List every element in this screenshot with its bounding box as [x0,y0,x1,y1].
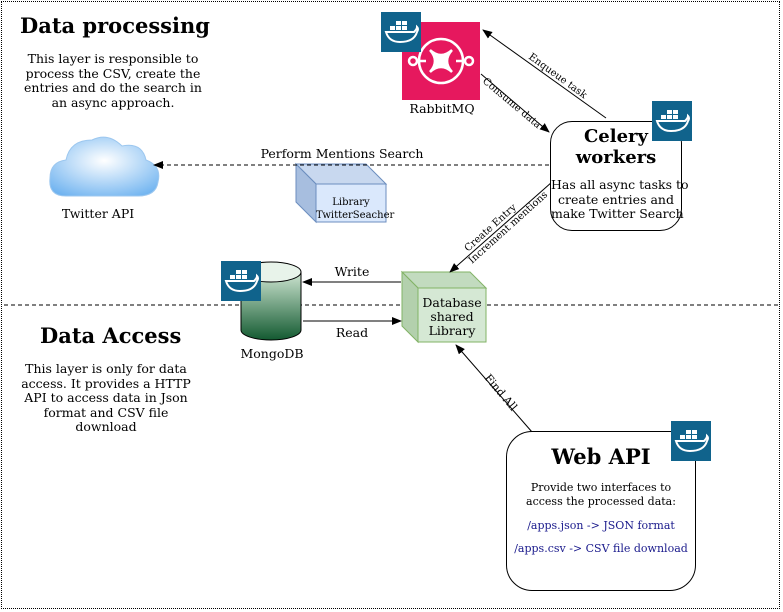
docker-icon [221,261,261,301]
desc-line: download [75,419,137,434]
desc-line: access. It provides a HTTP [21,375,191,391]
section-title-processing: Data processing [20,13,210,38]
desc-line: This layer is responsible to [27,51,199,66]
celery-title: Celery workers [551,126,681,168]
edge-create-entry [449,181,553,273]
edge-enqueue [482,29,607,119]
rabbitmq-label: RabbitMQ [409,101,475,116]
celery-title-line2: workers [575,147,657,168]
library-box [294,162,388,224]
desc-line: API to access data in Json [24,390,188,405]
edge-label-write: Write [335,264,370,279]
json-endpoint-link[interactable]: /apps.json -> JSON format [527,519,675,532]
section-title-access: Data Access [40,323,182,348]
section-desc-processing: This layer is responsible to process the… [15,51,211,110]
database-label-line1: Database [422,295,482,310]
desc-line: entries and do the search in [24,80,202,95]
csv-endpoint-link[interactable]: /apps.csv -> CSV file download [514,542,688,555]
rabbitmq-glyph-icon [407,37,475,85]
desc-line: This layer is only for data [25,361,187,376]
database-label-line3: Library [428,323,476,338]
docker-icon [652,101,692,141]
web-api-desc-line: access the processed data: [526,495,676,508]
desc-line: format and CSV file [43,404,169,420]
section-desc-access: This layer is only for data access. It p… [14,361,198,435]
celery-desc-line: Has all async tasks to [551,177,689,192]
edge-consume [480,73,550,133]
edge-label-enqueue: Enqueue task [526,52,589,102]
desc-line: process the CSV, create the [25,65,201,81]
twitter-cloud-icon [49,136,160,197]
web-api-title: Web API [551,444,651,469]
twitter-api-label: Twitter API [61,206,135,221]
edge-label-mentions: Perform Mentions Search [261,146,424,161]
database-label: Database shared Library [418,296,486,338]
celery-desc: Has all async tasks to create entries an… [551,177,689,222]
edge-find-all [455,344,533,433]
edge-label-read: Read [336,325,368,340]
library-label-line1: Library [332,197,370,208]
celery-title-line1: Celery [583,126,648,147]
edge-label-find-all: Find All [482,372,520,414]
library-label: Library TwitterSeacher [316,196,395,222]
library-label-line2: TwitterSeacher [316,210,395,221]
docker-icon [671,421,711,461]
edge-label-increment: Increment mentions [467,190,550,267]
database-box [400,270,488,344]
celery-desc-line: make Twitter Search [551,206,684,221]
database-label-line2: shared [430,309,474,324]
desc-line: an async approach. [51,94,175,110]
web-api-node: Web API Provide two interfaces to access… [506,431,696,591]
web-api-desc-line: Provide two interfaces to [530,481,672,494]
docker-icon [381,12,421,52]
web-api-desc: Provide two interfaces to access the pro… [507,481,695,509]
mongodb-label: MongoDB [240,346,304,361]
celery-desc-line: create entries and [558,191,674,207]
edge-label-consume: Consume data [480,76,543,131]
